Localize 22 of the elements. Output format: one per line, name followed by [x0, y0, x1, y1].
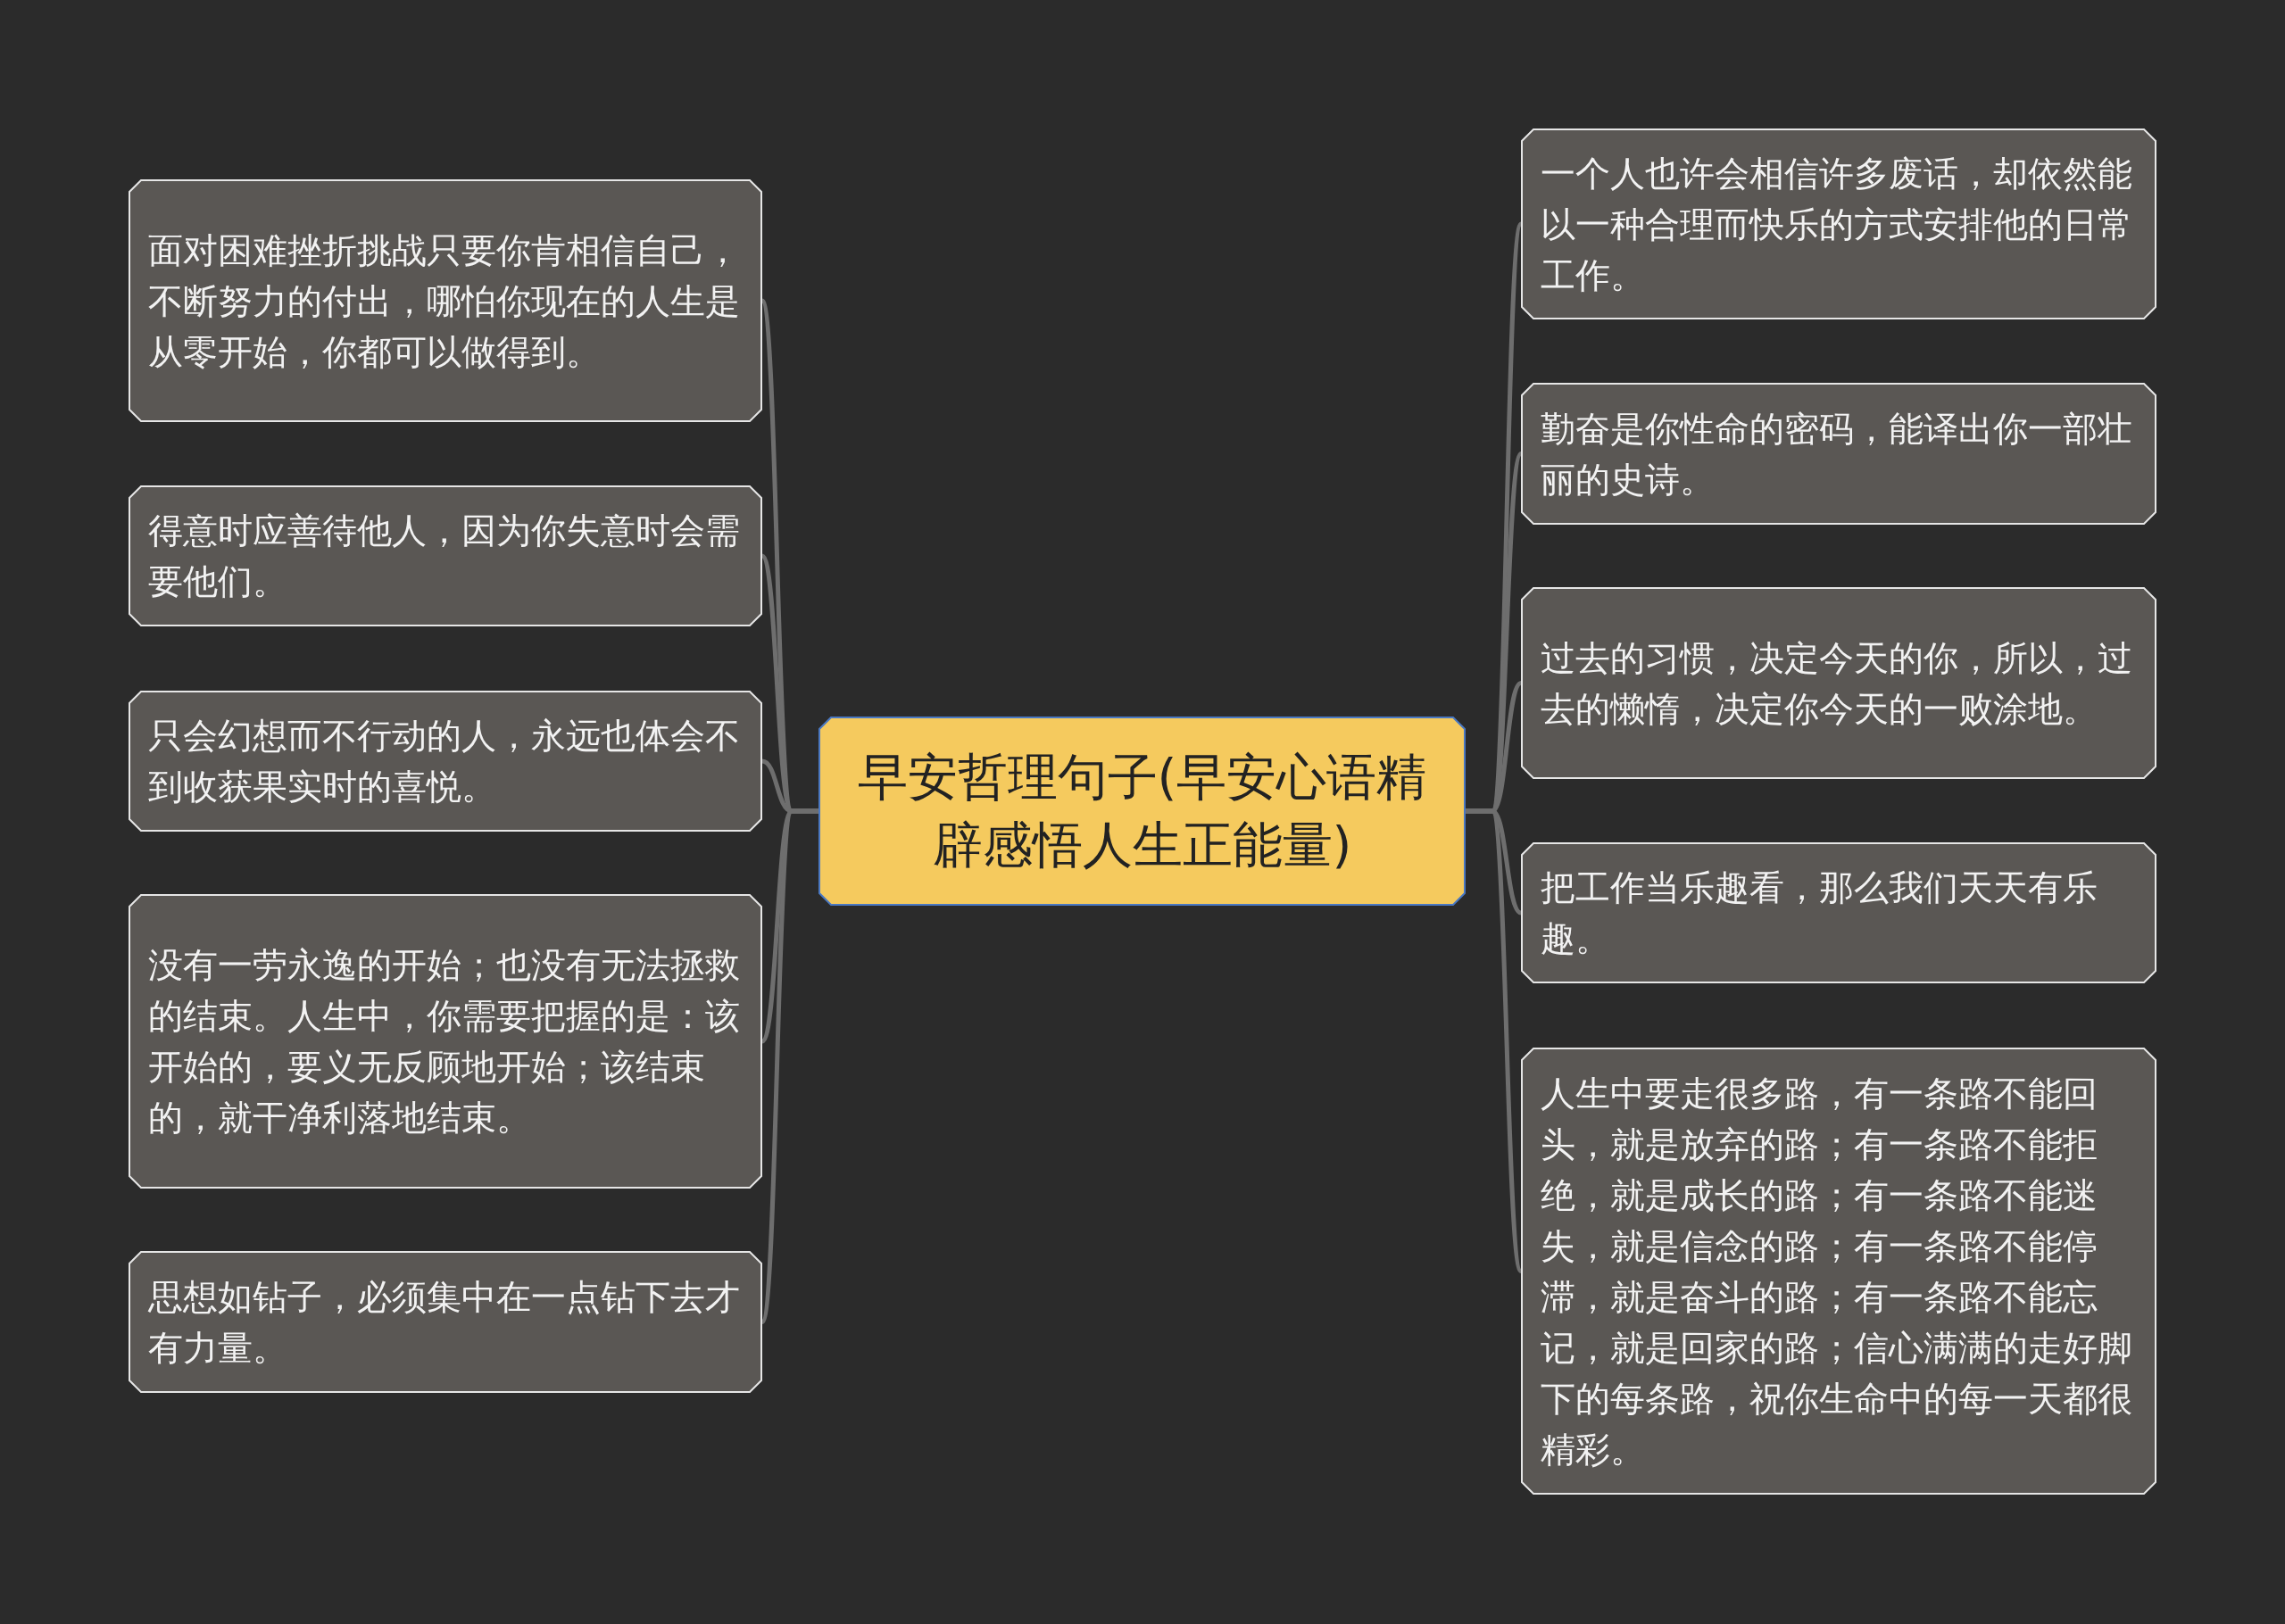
branch-topic [1521, 587, 2156, 779]
branch-topic [1521, 1048, 2156, 1495]
quote-text: 人生中要走很多路，有一条路不能回头，就是放弃的路；有一条路不能拒绝，就是成长的路；有一条路不能迷失，就是信念的路；有一条路不能停滞，就是奋斗的路；有一条路不能忘记，就是回家的路；信心满满的走好脚下的每条路，祝你生命中的每一天都很精彩。 [1541, 1072, 2133, 1471]
quote-text: 把工作当乐趣看，那么我们天天有乐趣。 [1541, 866, 2098, 960]
branch-topic [1521, 383, 2156, 525]
branch-topic [1521, 842, 2156, 983]
branch-topic [129, 1251, 762, 1393]
branch-topic [1521, 128, 2156, 319]
branch-topic [129, 691, 762, 832]
quote-text: 过去的习惯，决定今天的你，所以，过去的懒惰，决定你今天的一败涂地。 [1541, 636, 2133, 731]
central-topic [818, 717, 1466, 906]
branch-topic [129, 485, 762, 626]
quote-text: 只会幻想而不行动的人，永远也体会不到收获果实时的喜悦。 [148, 715, 741, 808]
quote-text: 得意时应善待他人，因为你失意时会需要他们。 [148, 510, 741, 603]
quote-text: 一个人也许会相信许多废话，却依然能以一种合理而快乐的方式安排他的日常工作。 [1541, 152, 2133, 297]
quote-text: 勤奋是你性命的密码，能译出你一部壮丽的史诗。 [1541, 407, 2133, 501]
topic-title: 早安哲理句子(早安心语精辟感悟人生正能量) [856, 747, 1428, 875]
branch-topic [129, 179, 762, 422]
quote-text: 面对困难挫折挑战只要你肯相信自己，不断努力的付出，哪怕你现在的人生是从零开始，你都可以做得到。 [148, 228, 741, 374]
quote-text: 没有一劳永逸的开始；也没有无法拯救的结束。人生中，你需要把握的是：该开始的，要义无反顾地开始；该结束的，就干净利落地结束。 [148, 944, 741, 1139]
quote-text: 思想如钻子，必须集中在一点钻下去才有力量。 [148, 1275, 741, 1370]
branch-topic [129, 894, 762, 1189]
